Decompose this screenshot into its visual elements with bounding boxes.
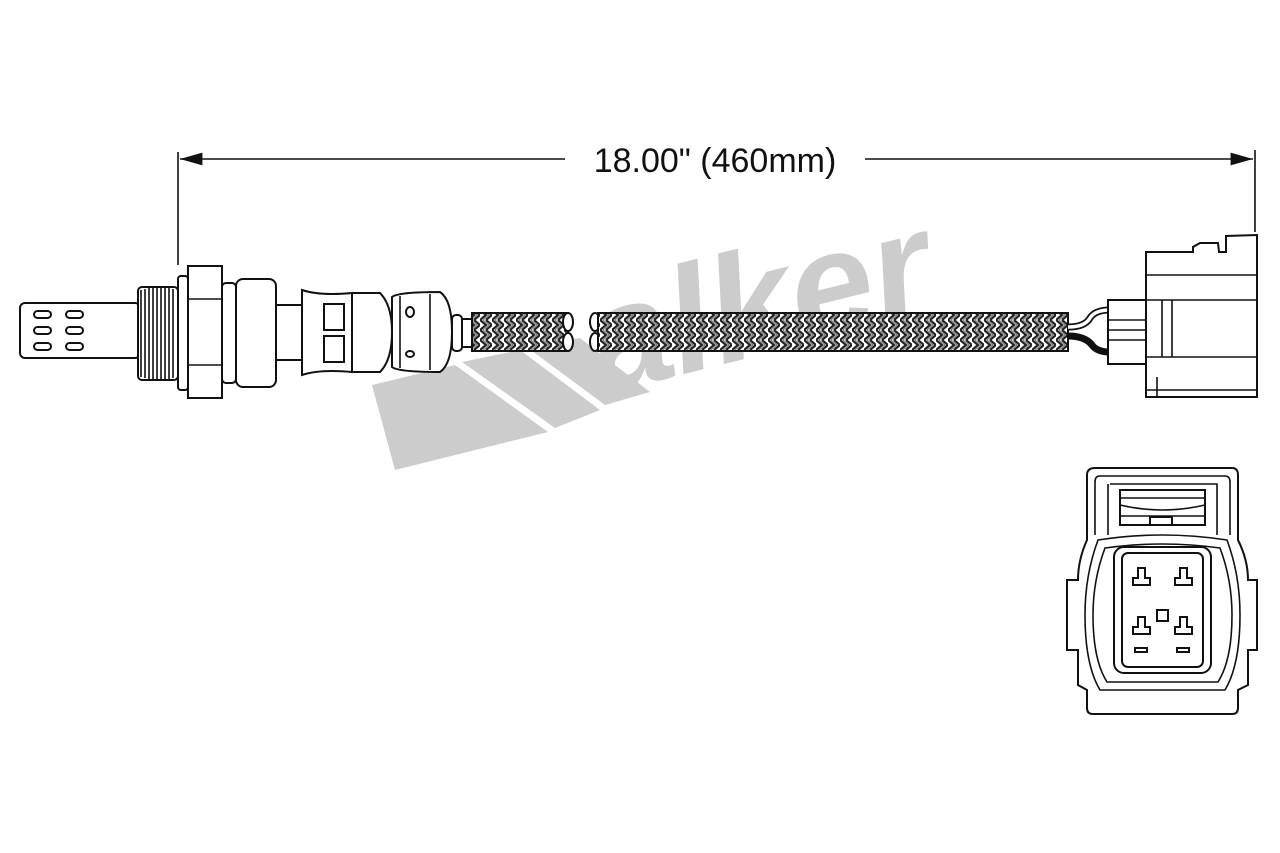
connector-front-view xyxy=(1066,467,1258,715)
sensor-body xyxy=(221,278,473,388)
length-dimension: 18.00" (460mm) xyxy=(177,142,1256,265)
dimension-label: 18.00" (460mm) xyxy=(594,142,837,180)
sensor-probe xyxy=(19,302,141,359)
svg-text:alker: alker xyxy=(567,176,955,426)
threaded-body xyxy=(137,275,189,391)
connector-pins xyxy=(1132,567,1193,653)
connector-side-view xyxy=(1107,233,1258,398)
wire-leads xyxy=(1067,306,1111,356)
hex-nut xyxy=(187,265,223,399)
braided-cable xyxy=(471,312,1069,352)
